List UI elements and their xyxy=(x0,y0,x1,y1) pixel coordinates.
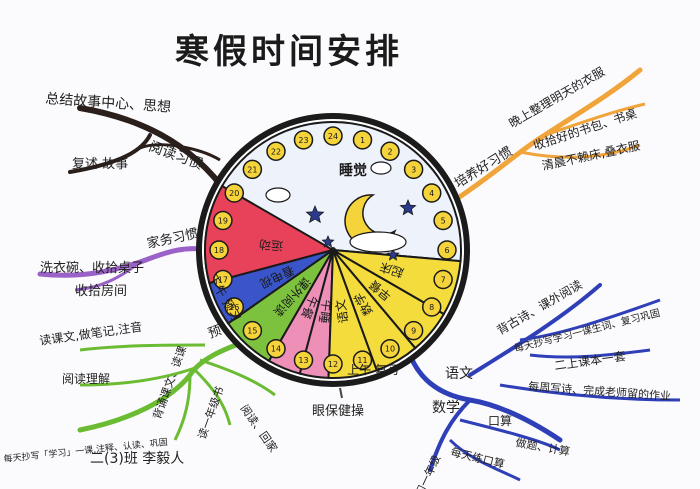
morning-label: 上午 复习 xyxy=(347,363,399,377)
cloud-icon xyxy=(349,231,407,253)
hour-label-19: 19 xyxy=(218,216,228,225)
review-math-2: 做题、计算 xyxy=(514,435,571,458)
hour-bubble-21 xyxy=(242,159,263,180)
review-math: 数学 xyxy=(432,400,460,416)
habits-label: 培养好习惯 xyxy=(452,143,516,191)
hour-label-7: 7 xyxy=(441,276,446,285)
hour-bubble-9 xyxy=(403,320,424,341)
reading-item-2: 复述 故事 xyxy=(72,157,128,172)
hour-label-11: 11 xyxy=(357,356,367,365)
hour-bubble-4 xyxy=(421,183,442,203)
preview-item-6: 读一年级书 xyxy=(195,385,227,441)
hour-bubble-2 xyxy=(380,141,400,162)
hour-bubble-10 xyxy=(380,338,400,359)
star-icon xyxy=(399,198,417,216)
hour-bubble-19 xyxy=(213,210,233,231)
hour-label-22: 22 xyxy=(271,147,281,156)
sector-label-4: 午睡 xyxy=(316,299,333,325)
hour-label-20: 20 xyxy=(229,189,239,198)
hour-label-4: 4 xyxy=(429,189,434,198)
eye-label: 眼保健操 xyxy=(312,403,364,419)
review-chinese: 语文 xyxy=(445,366,473,382)
sleep-label: 睡觉 xyxy=(339,162,367,179)
star-icon xyxy=(386,247,400,261)
hour-label-18: 18 xyxy=(214,246,224,255)
hour-bubble-17 xyxy=(213,269,233,290)
sector-0 xyxy=(204,184,336,285)
branch-eye: 眼保健操 xyxy=(312,387,364,419)
sector-label-5: 语文 xyxy=(332,298,351,324)
preview-item-1: 读课文,做笔记,注音 xyxy=(38,319,143,348)
hour-label-9: 9 xyxy=(411,327,416,336)
hour-bubble-11 xyxy=(352,350,373,370)
hour-label-1: 1 xyxy=(360,136,365,145)
title: 寒假时间安排 xyxy=(175,32,403,72)
hour-label-14: 14 xyxy=(271,345,281,354)
hour-label-24: 24 xyxy=(328,132,338,141)
hour-label-21: 21 xyxy=(247,165,257,174)
chores-item-1: 洗衣碗、收拾桌子 xyxy=(40,260,144,276)
hour-label-10: 10 xyxy=(385,345,395,354)
cloud-icon xyxy=(265,187,291,203)
hour-bubble-6 xyxy=(437,240,457,260)
hour-label-6: 6 xyxy=(444,246,449,255)
branch-habits: 培养好习惯 晚上整理明天的衣服 收拾好的书包、书桌 清晨不赖床,叠衣服 xyxy=(452,64,646,203)
hour-label-15: 15 xyxy=(247,327,257,336)
hour-label-16: 16 xyxy=(229,303,239,312)
sector-label-0: 运动 xyxy=(259,237,284,253)
clock-center xyxy=(330,247,336,253)
review-chinese-3: 二上课本一套 xyxy=(553,349,626,373)
hour-bubble-7 xyxy=(433,269,453,290)
star-icon xyxy=(321,234,335,248)
hour-label-3: 3 xyxy=(411,165,416,174)
branch-chores: 洗衣碗、收拾桌子 收拾房间 家务习惯 xyxy=(37,225,213,299)
preview-item-2: 阅读理解 xyxy=(62,372,110,386)
hour-bubble-16 xyxy=(224,297,245,317)
preview-item-5: 阅读、回家 xyxy=(238,402,281,455)
hour-bubble-5 xyxy=(433,210,453,231)
hour-bubble-12 xyxy=(323,354,343,374)
star-icon xyxy=(305,204,325,224)
hour-bubble-23 xyxy=(293,130,314,150)
hour-bubble-22 xyxy=(266,141,286,162)
hour-label-23: 23 xyxy=(298,136,308,145)
hour-label-8: 8 xyxy=(429,303,434,312)
review-math-3: 每天练口算 xyxy=(449,444,506,471)
hour-bubble-3 xyxy=(403,159,424,180)
hour-label-17: 17 xyxy=(218,276,228,285)
chores-item-2: 收拾房间 xyxy=(75,283,127,299)
hour-label-5: 5 xyxy=(441,216,446,225)
review-math-1: 口算 xyxy=(488,413,512,428)
branch-reading: 总结故事中心、思想 复述 故事 阅读习惯 xyxy=(45,91,238,208)
hour-bubble-14 xyxy=(266,338,286,359)
cloud-icon xyxy=(370,161,392,175)
hour-label-13: 13 xyxy=(298,356,308,365)
hour-bubble-20 xyxy=(224,183,245,203)
hour-bubble-13 xyxy=(293,350,314,370)
hour-bubble-15 xyxy=(242,320,263,341)
hour-label-12: 12 xyxy=(328,360,338,369)
footer-class: 二(3)班 李毅人 xyxy=(90,450,184,467)
hour-bubble-24 xyxy=(323,126,343,146)
hour-bubble-1 xyxy=(352,130,373,150)
review-chinese-4: 每周写诗、完成老师留的作业 xyxy=(528,379,672,403)
hour-bubble-18 xyxy=(209,240,229,260)
hour-label-2: 2 xyxy=(387,147,392,156)
hour-bubble-8 xyxy=(421,297,442,317)
review-math-4: 复习一年级 xyxy=(407,453,443,489)
